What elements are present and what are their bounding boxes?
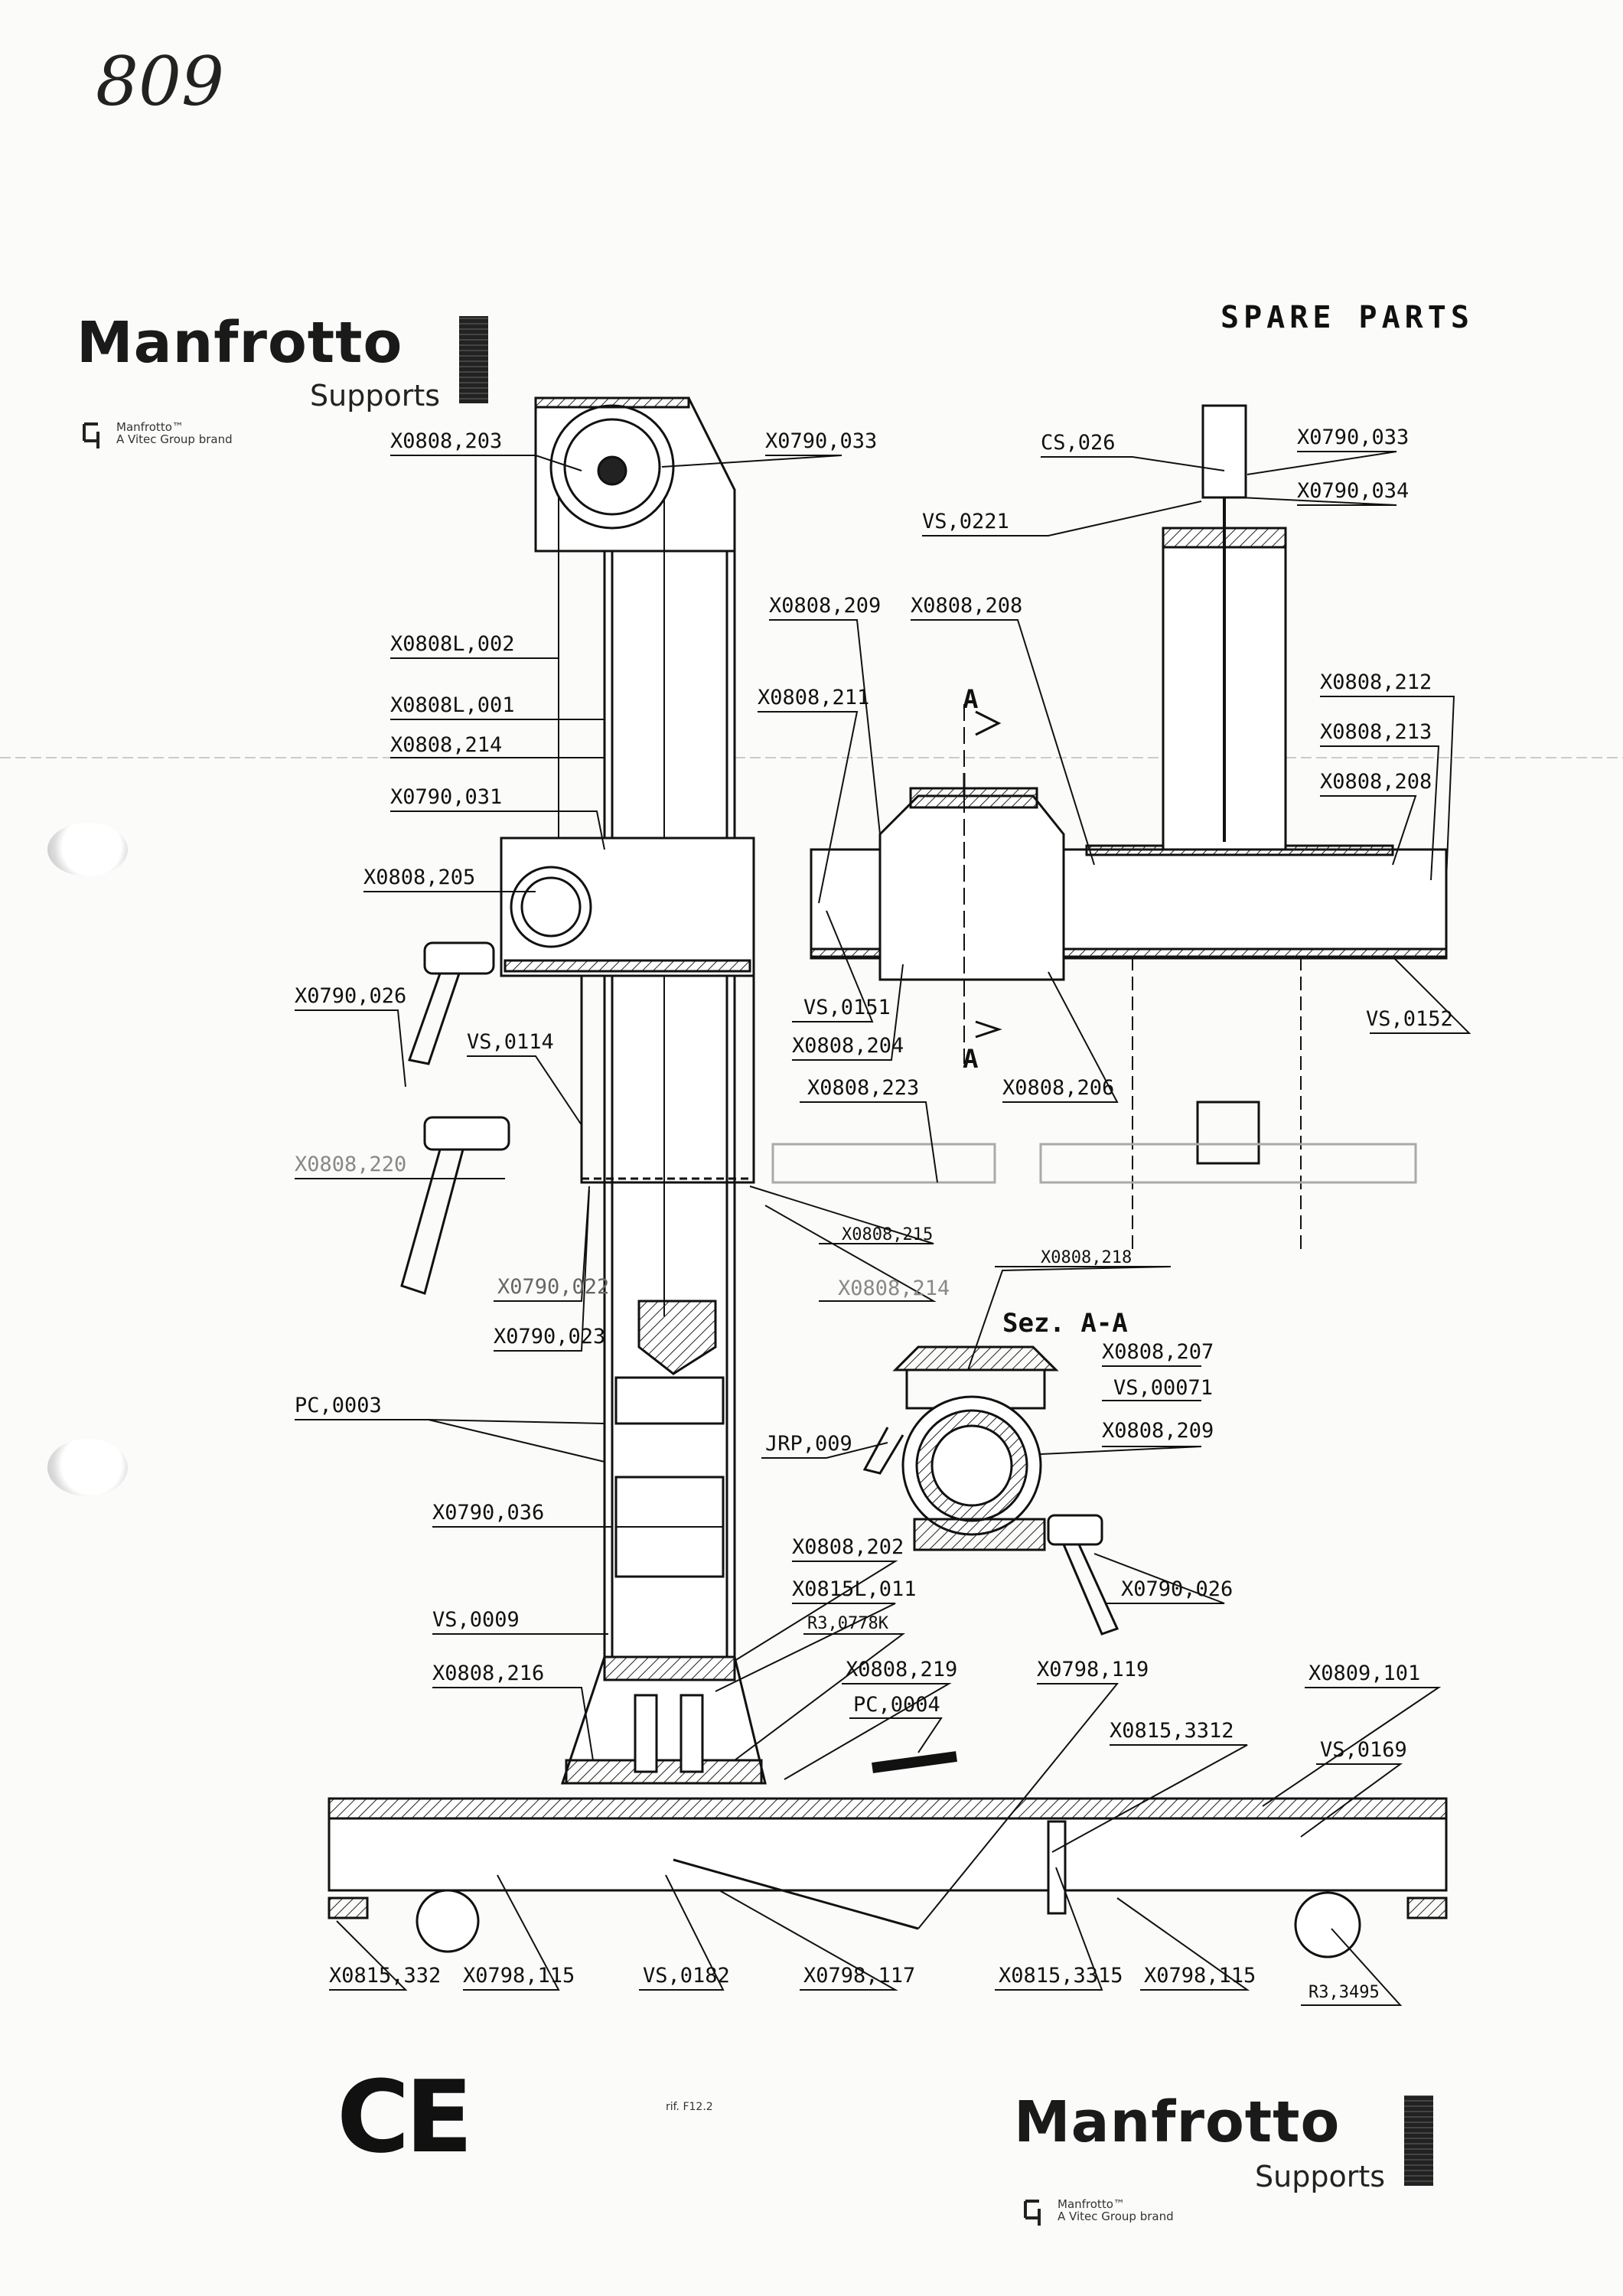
label-VS_0169: VS,0169 xyxy=(1320,1738,1407,1762)
label-VS_0182: VS,0182 xyxy=(643,1964,730,1988)
label-X0815_3312: X0815,3312 xyxy=(1110,1719,1234,1743)
label-X0808_214-b: X0808,214 xyxy=(838,1277,950,1300)
footer-vitec-line2: A Vitec Group brand xyxy=(1058,2210,1174,2223)
label-VS_0009: VS,0009 xyxy=(432,1608,520,1632)
label-R3_3495: R3,3495 xyxy=(1309,1983,1380,2002)
label-X0790_026-a: X0790,026 xyxy=(295,984,406,1008)
header-brand-bar xyxy=(459,316,488,403)
label-X0808_223: X0808,223 xyxy=(807,1076,919,1100)
header-brand-sub: Supports xyxy=(310,379,441,413)
label-R3_0778K: R3,0778K xyxy=(807,1614,889,1633)
label-X0798_115-b: X0798,115 xyxy=(1144,1964,1256,1988)
binder-hole-bottom xyxy=(47,1439,128,1496)
label-X0808L_002: X0808L,002 xyxy=(390,632,515,656)
label-PC_0003: PC,0003 xyxy=(295,1394,382,1417)
label-X0798_117: X0798,117 xyxy=(803,1964,915,1988)
label-X0808L_001: X0808L,001 xyxy=(390,693,515,717)
label-X0808_213: X0808,213 xyxy=(1320,720,1432,744)
document-reference: rif. F12.2 xyxy=(666,2101,713,2113)
label-X0809_101: X0809,101 xyxy=(1309,1662,1420,1685)
section-a-a-label: Sez. A-A xyxy=(1002,1308,1128,1339)
handwritten-page-number: 809 xyxy=(96,42,224,121)
footer-brand-name: Manfrotto xyxy=(1014,2089,1341,2155)
label-X0790_034: X0790,034 xyxy=(1297,479,1409,503)
header-vitec-line2: A Vitec Group brand xyxy=(116,432,233,446)
label-X0808_208-b: X0808,208 xyxy=(1320,770,1432,794)
binder-hole-top xyxy=(47,823,128,876)
footer-brand-bar xyxy=(1404,2095,1433,2186)
base-assembly xyxy=(328,1751,1448,1958)
label-X0808_209-b: X0808,209 xyxy=(1102,1419,1214,1443)
label-X0808_207: X0808,207 xyxy=(1102,1340,1214,1364)
label-X0808_219: X0808,219 xyxy=(846,1658,957,1681)
label-X0798_115-a: X0798,115 xyxy=(463,1964,575,1988)
label-X0790_036: X0790,036 xyxy=(432,1501,544,1525)
footer-vitec-logo-icon xyxy=(1024,2200,1041,2226)
label-X0808_208-a: X0808,208 xyxy=(911,594,1022,618)
label-PC_0004: PC,0004 xyxy=(853,1693,940,1717)
label-X0790_033-a: X0790,033 xyxy=(765,429,877,453)
section-a-a-detail xyxy=(862,1345,1119,1636)
label-X0808_220: X0808,220 xyxy=(295,1153,406,1176)
header-logo: Manfrotto Supports xyxy=(77,310,494,413)
label-X0815_3315: X0815,3315 xyxy=(999,1964,1123,1988)
arm-assembly xyxy=(771,404,1448,1255)
label-VS_0152: VS,0152 xyxy=(1366,1007,1453,1031)
label-X0790_033-b: X0790,033 xyxy=(1297,426,1409,449)
label-JRP_009: JRP,009 xyxy=(765,1432,852,1456)
ce-mark: CE xyxy=(337,2059,473,2175)
label-X0808_212: X0808,212 xyxy=(1320,670,1432,694)
leader-lines xyxy=(295,451,1471,2006)
label-X0808_218: X0808,218 xyxy=(1041,1248,1132,1267)
label-X0808_216: X0808,216 xyxy=(432,1662,544,1685)
label-X0790_031: X0790,031 xyxy=(390,785,502,809)
label-X0815L_011: X0815L,011 xyxy=(792,1577,917,1601)
label-X0808_205: X0808,205 xyxy=(363,866,475,889)
label-X0808_209-a: X0808,209 xyxy=(769,594,881,618)
label-X0808_215: X0808,215 xyxy=(842,1225,933,1244)
label-X0808_214-a: X0808,214 xyxy=(390,733,502,757)
section-marker-top: A xyxy=(963,684,978,715)
page-title: SPARE PARTS xyxy=(1221,300,1474,335)
label-X0790_023: X0790,023 xyxy=(494,1325,605,1349)
part-labels: X0808,203 X0790,033 CS,026 X0790,033 X07… xyxy=(295,426,1453,2002)
label-X0808_211: X0808,211 xyxy=(758,686,869,709)
header-brand-name: Manfrotto xyxy=(77,310,403,376)
label-VS_00071: VS,00071 xyxy=(1113,1376,1213,1400)
label-X0815_332: X0815,332 xyxy=(329,1964,441,1988)
footer-brand-sub: Supports xyxy=(1255,2160,1386,2193)
label-CS_026: CS,026 xyxy=(1041,431,1116,455)
header-vitec-mark: Manfrotto™ A Vitec Group brand xyxy=(77,419,291,450)
label-X0790_022: X0790,022 xyxy=(497,1275,609,1299)
column-assembly xyxy=(400,396,767,1785)
label-VS_0151: VS,0151 xyxy=(803,996,891,1019)
vitec-logo-icon xyxy=(83,422,99,448)
label-X0790_026-b: X0790,026 xyxy=(1121,1577,1233,1601)
label-X0808_202: X0808,202 xyxy=(792,1535,904,1559)
footer-vitec-mark: Manfrotto™ A Vitec Group brand xyxy=(1018,2197,1232,2227)
label-X0808_204: X0808,204 xyxy=(792,1034,904,1058)
header-vitec-line1: Manfrotto™ xyxy=(116,420,184,434)
section-marker-bottom: A xyxy=(963,1044,978,1075)
label-X0808_206: X0808,206 xyxy=(1002,1076,1114,1100)
footer-logo: Manfrotto Supports xyxy=(1014,2089,1442,2193)
footer-vitec-line1: Manfrotto™ xyxy=(1058,2197,1125,2211)
label-X0798_119: X0798,119 xyxy=(1037,1658,1149,1681)
label-VS_0114: VS,0114 xyxy=(467,1030,554,1054)
label-X0808_203: X0808,203 xyxy=(390,429,502,453)
label-VS_0221: VS,0221 xyxy=(922,510,1009,533)
